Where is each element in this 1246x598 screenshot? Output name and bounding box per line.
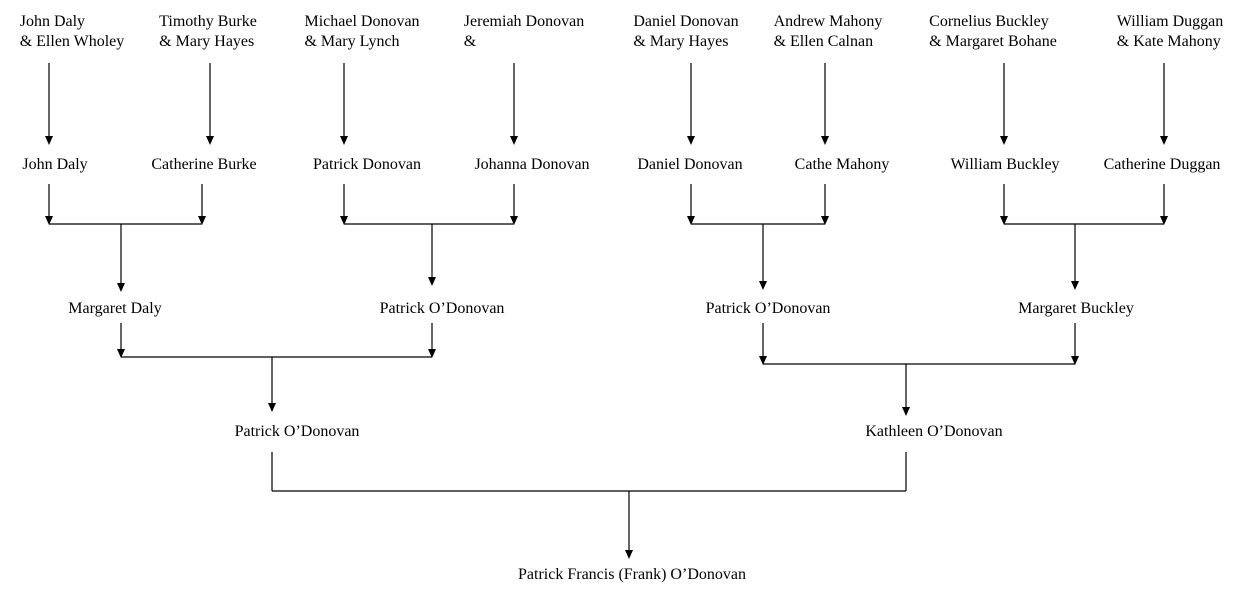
person-catherine-duggan: Catherine Duggan (1103, 156, 1221, 173)
arrowhead-icon (340, 216, 348, 225)
arrowhead-icon (687, 216, 695, 225)
person-cathe-mahony: Cathe Mahony (794, 156, 890, 173)
arrowhead-icon (1071, 281, 1079, 290)
person-subject: Patrick Francis (Frank) O’Donovan (518, 566, 746, 583)
arrowhead-icon (510, 136, 518, 145)
couple-duggan-mahony: William Duggan & Kate Mahony (1117, 12, 1223, 52)
person-john-daly: John Daly (22, 156, 88, 173)
arrowhead-icon (198, 216, 206, 225)
arrowhead-icon (510, 216, 518, 225)
arrowhead-icon (1160, 136, 1168, 145)
arrowhead-icon (687, 136, 695, 145)
couple-donovan-lynch: Michael Donovan & Mary Lynch (304, 12, 419, 52)
arrowhead-icon (625, 550, 633, 559)
person-margaret-buckley: Margaret Buckley (1018, 300, 1134, 317)
couple-line-2: & Mary Hayes (159, 33, 255, 50)
arrowhead-icon (428, 277, 436, 286)
arrowhead-icon (759, 281, 767, 290)
arrowhead-icon (340, 136, 348, 145)
couple-mahony-calnan: Andrew Mahony & Ellen Calnan (774, 12, 883, 52)
person-patrick-odonovan-father: Patrick O’Donovan (234, 423, 360, 440)
person-patrick-donovan: Patrick Donovan (313, 156, 421, 173)
couple-donovan-hayes: Daniel Donovan & Mary Hayes (633, 12, 738, 52)
arrowhead-icon (45, 216, 53, 225)
person-kathleen-odonovan: Kathleen O’Donovan (865, 423, 1003, 440)
couple-line-2: & Ellen Wholey (19, 33, 125, 50)
couple-line-2: & Mary Lynch (304, 33, 400, 50)
arrowhead-icon (117, 349, 125, 358)
arrowhead-icon (821, 136, 829, 145)
couple-line-1: Andrew Mahony (773, 13, 883, 30)
couple-line-2: & Ellen Calnan (773, 33, 874, 50)
person-william-buckley: William Buckley (950, 156, 1060, 173)
couple-line-1: Michael Donovan (304, 13, 420, 30)
arrowhead-icon (1160, 216, 1168, 225)
person-johanna-donovan: Johanna Donovan (474, 156, 590, 173)
couple-daly-wholey: John Daly & Ellen Wholey (20, 12, 125, 52)
couple-line-1: Timothy Burke (159, 13, 257, 30)
person-patrick-odonovan-paternal-grandfather: Patrick O’Donovan (379, 300, 505, 317)
person-catherine-burke: Catherine Burke (151, 156, 257, 173)
arrowhead-icon (117, 283, 125, 292)
arrowhead-icon (206, 136, 214, 145)
person-daniel-donovan: Daniel Donovan (637, 156, 743, 173)
couple-line-2: & (463, 33, 477, 50)
couple-line-2: & Margaret Bohane (929, 33, 1057, 50)
couple-line-1: William Duggan (1116, 13, 1224, 30)
couple-line-1: John Daly (19, 13, 86, 30)
arrowhead-icon (902, 407, 910, 416)
arrowhead-icon (821, 216, 829, 225)
couple-buckley-bohane: Cornelius Buckley & Margaret Bohane (929, 12, 1057, 52)
person-margaret-daly: Margaret Daly (68, 300, 162, 317)
couple-burke-hayes: Timothy Burke & Mary Hayes (159, 12, 257, 52)
couple-jeremiah-donovan: Jeremiah Donovan & (464, 12, 584, 52)
arrowhead-icon (1000, 136, 1008, 145)
arrowhead-icon (45, 136, 53, 145)
arrowhead-icon (759, 356, 767, 365)
couple-line-2: & Mary Hayes (633, 33, 729, 50)
arrowhead-icon (268, 403, 276, 412)
arrowhead-icon (428, 349, 436, 358)
arrowhead-icon (1000, 216, 1008, 225)
arrowhead-icon (1071, 356, 1079, 365)
couple-line-1: Cornelius Buckley (929, 13, 1049, 30)
couple-line-2: & Kate Mahony (1116, 33, 1221, 50)
person-patrick-odonovan-maternal-grandfather: Patrick O’Donovan (705, 300, 831, 317)
couple-line-1: Jeremiah Donovan (463, 13, 585, 30)
couple-line-1: Daniel Donovan (633, 13, 739, 30)
